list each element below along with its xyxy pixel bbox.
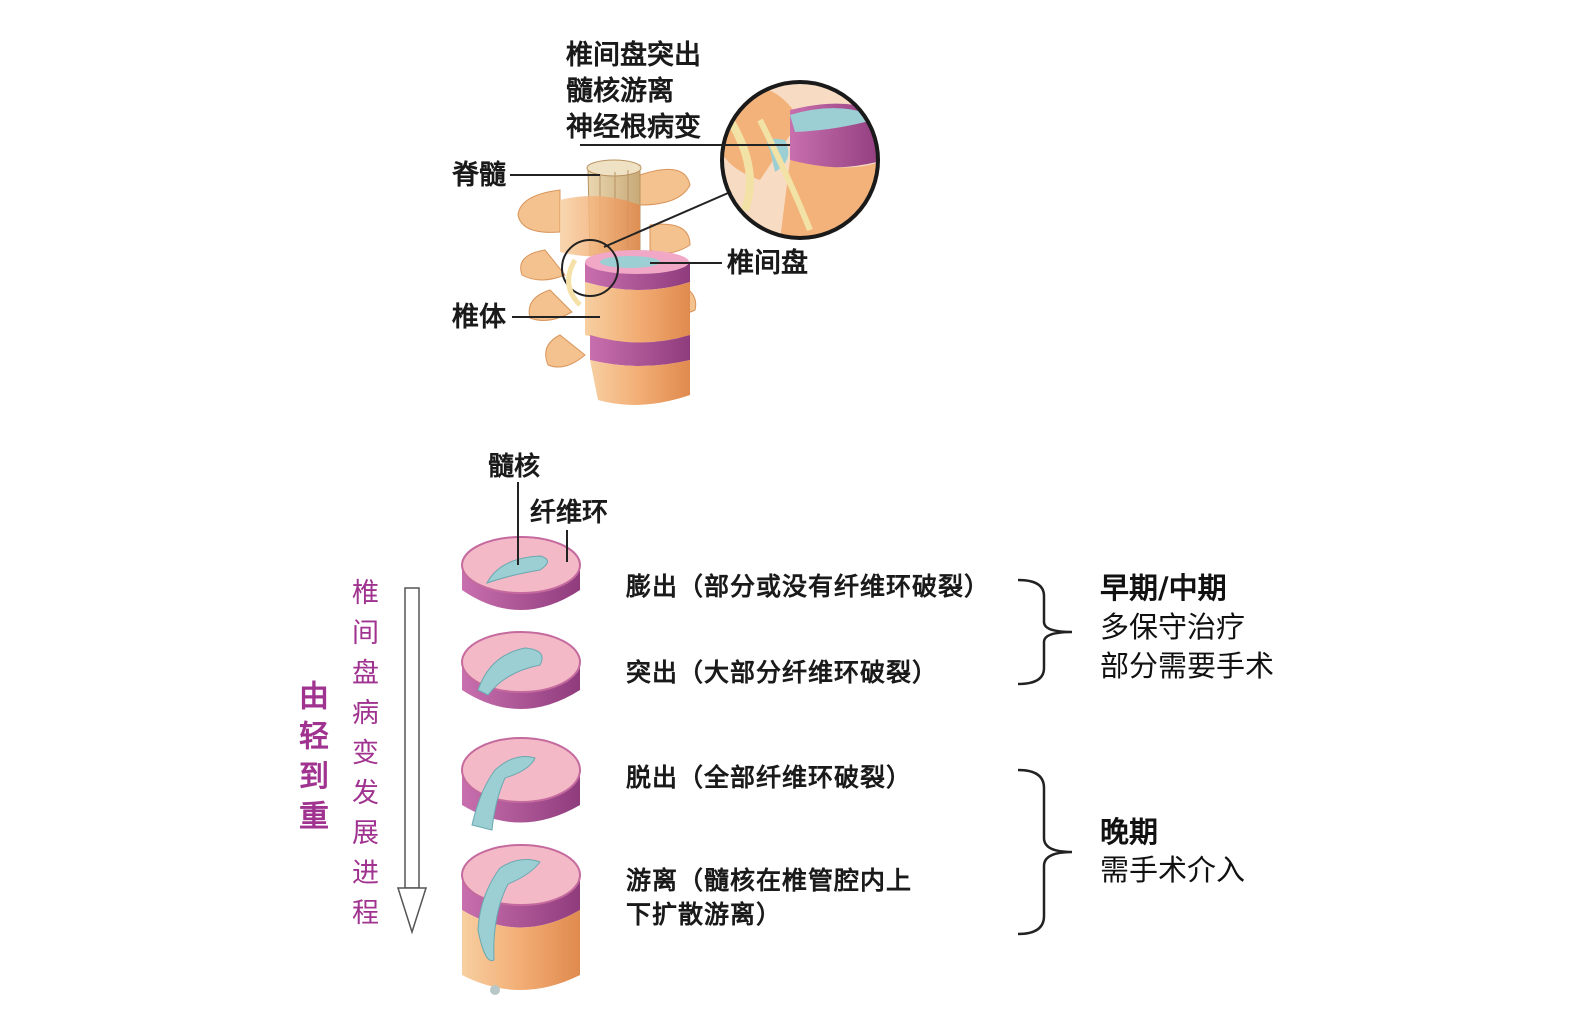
progression-title: 由轻到重 — [293, 680, 328, 840]
label-nucleus-free: 髓核游离 — [566, 76, 674, 107]
disc-stage-bulge — [461, 536, 581, 610]
bracket-late — [1017, 768, 1073, 936]
zoom-magnifier — [720, 80, 880, 240]
label-nerve-root-lesion: 神经根病变 — [566, 112, 701, 143]
label-disc-herniation: 椎间盘突出 — [566, 40, 701, 71]
spine-illustration — [517, 159, 736, 405]
phase-early-line1: 多保守治疗 — [1100, 610, 1246, 644]
phase-early-line2: 部分需要手术 — [1100, 649, 1275, 683]
phase-late-title: 晚期 — [1100, 815, 1159, 849]
stage-label-sequestration-line2: 下扩散游离） — [626, 900, 783, 929]
phase-early-title: 早期/中期 — [1100, 571, 1227, 605]
stage-label-extrusion: 脱出（全部纤维环破裂） — [626, 763, 913, 792]
disc-stage-extrusion — [461, 737, 581, 831]
label-vertebral-body: 椎体 — [452, 302, 506, 333]
disc-stage-protrusion — [461, 631, 581, 709]
progression-arrow — [396, 587, 428, 935]
label-annulus: 纤维环 — [530, 498, 609, 528]
disc-stage-sequestration — [461, 844, 581, 995]
progression-subtitle: 椎间盘病变发展进程 — [347, 578, 378, 938]
stage-label-bulge: 膨出（部分或没有纤维环破裂） — [626, 572, 991, 601]
label-nucleus: 髓核 — [488, 452, 541, 482]
label-spinal-cord: 脊髓 — [452, 160, 506, 191]
phase-late-line1: 需手术介入 — [1100, 853, 1246, 887]
label-intervertebral-disc: 椎间盘 — [727, 248, 808, 279]
stage-label-protrusion: 突出（大部分纤维环破裂） — [626, 658, 939, 687]
stage-label-sequestration-line1: 游离（髓核在椎管腔内上 — [626, 866, 913, 895]
bracket-early — [1017, 578, 1073, 686]
